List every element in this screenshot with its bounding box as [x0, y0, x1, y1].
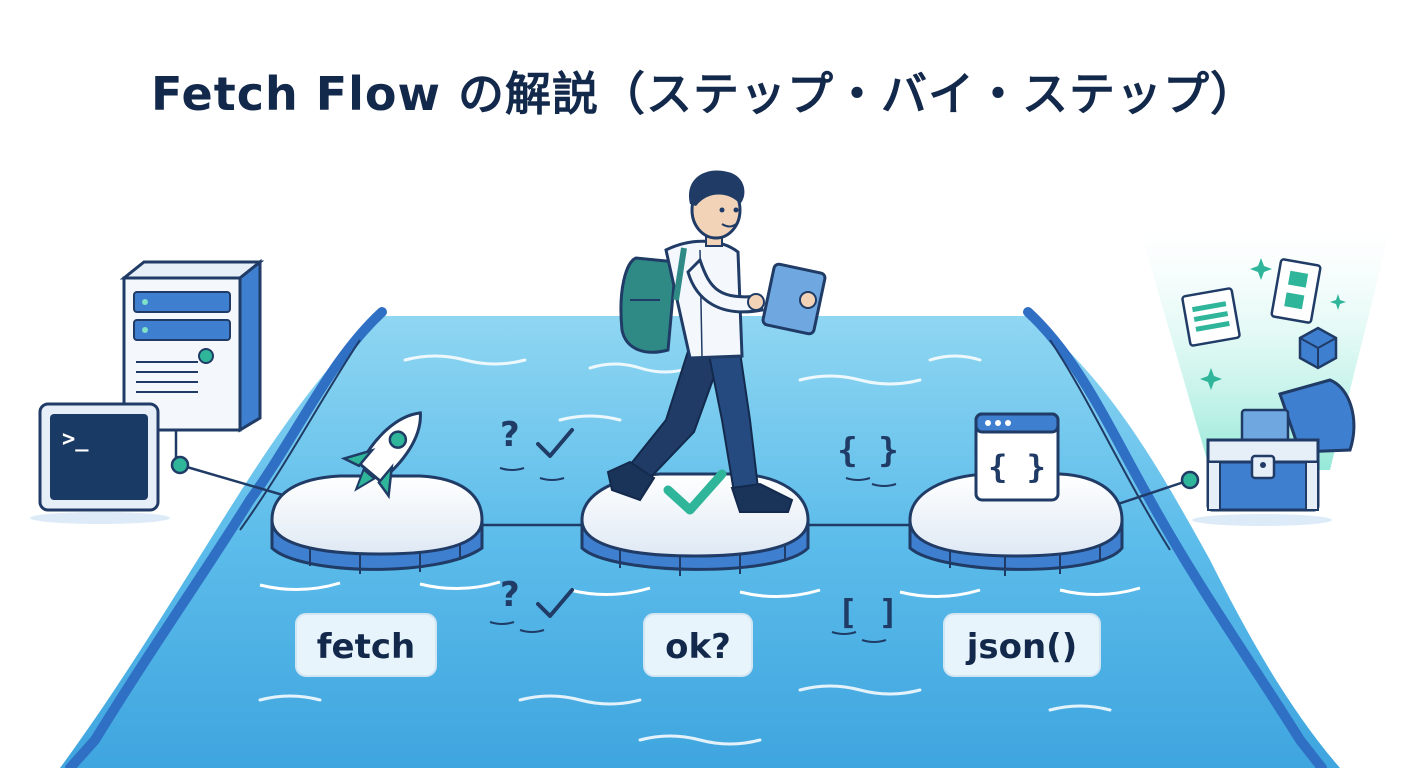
terminal-prompt: >_	[62, 427, 89, 452]
json-window-icon: { }	[976, 414, 1058, 500]
array-icon	[1271, 259, 1320, 323]
step-label-ok-text: ok?	[665, 627, 731, 667]
step-label-json-text: json()	[965, 627, 1078, 667]
question-mark-top: ?	[500, 415, 520, 455]
step-label-fetch-text: fetch	[317, 627, 415, 667]
step-label-fetch: fetch	[296, 614, 436, 676]
step-label-ok: ok?	[644, 614, 752, 676]
step-label-json: json()	[944, 614, 1100, 676]
square-brackets-symbol: [ ]	[837, 593, 898, 633]
terminal-icon: >_	[30, 404, 170, 524]
treasure-chest-icon	[1140, 230, 1390, 526]
question-mark-bottom: ?	[500, 575, 520, 615]
json-window-braces: { }	[988, 448, 1046, 486]
curly-braces-symbol: { }	[837, 431, 898, 471]
